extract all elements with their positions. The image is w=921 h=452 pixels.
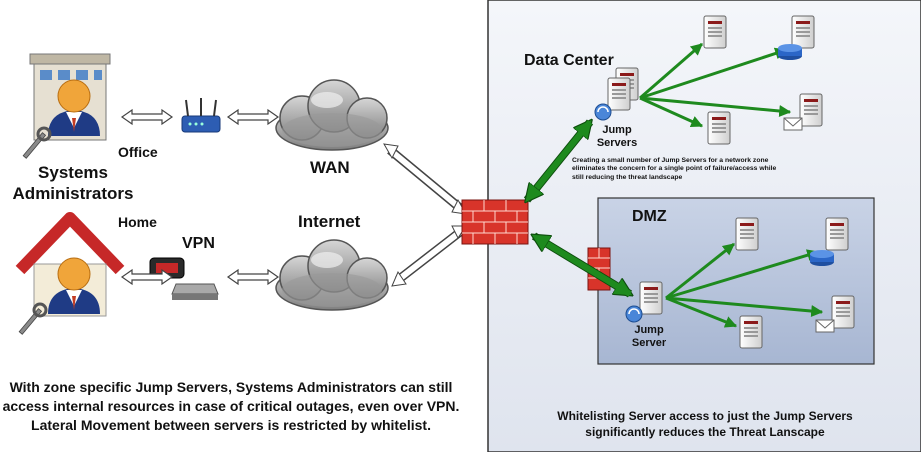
datacenter-note-line1: Creating a small number of Jump Servers … — [572, 157, 769, 164]
admin-label-line2: Administrators — [12, 184, 134, 203]
left-caption: With zone specific Jump Servers, Systems… — [0, 378, 462, 435]
dc-server-icon-2 — [791, 15, 815, 49]
admin-label-line1: Systems — [38, 163, 108, 182]
dc-server-icon-4 — [707, 111, 731, 145]
dmz-server-icon-2 — [825, 217, 849, 251]
arrow-office-router — [121, 109, 173, 125]
arrow-home-vpn — [121, 269, 173, 285]
dmz-links — [665, 242, 824, 328]
datacenter-title: Data Center — [524, 52, 614, 69]
arrow-firewall-dmz — [534, 232, 630, 298]
admin-label: Systems Administrators — [6, 162, 140, 204]
dc-server-icon-3 — [799, 93, 823, 127]
datacenter-links — [639, 42, 792, 128]
dmz-server-icon-4 — [739, 315, 763, 349]
dmz-server-icon-1 — [735, 217, 759, 251]
jump-server-line1: Jump — [634, 324, 664, 336]
arrow-firewall-datacenter — [527, 122, 590, 200]
jump-servers-line2: Servers — [596, 137, 638, 149]
office-label: Office — [118, 144, 158, 160]
internet-cloud-icon — [275, 239, 389, 311]
jump-server-line2: Server — [631, 337, 667, 349]
arrow-vpn-internet — [227, 269, 279, 285]
dc-server-icon-1 — [703, 15, 727, 49]
dmz-database-icon — [810, 250, 834, 266]
left-caption-line1: With zone specific Jump Servers, Systems… — [9, 379, 453, 395]
dc-database-icon — [778, 44, 802, 60]
dmz-mail-icon — [815, 319, 835, 333]
jump-server-label: Jump Server — [624, 324, 674, 350]
left-caption-line3: Lateral Movement between servers is rest… — [31, 417, 431, 433]
router-icon — [181, 98, 221, 133]
datacenter-jump-servers-icon — [594, 67, 639, 121]
datacenter-note: Creating a small number of Jump Servers … — [572, 157, 828, 182]
internet-label: Internet — [298, 212, 361, 231]
wan-label: WAN — [310, 158, 350, 177]
dmz-jump-server-icon — [625, 281, 663, 323]
right-footer-line1: Whitelisting Server access to just the J… — [557, 409, 853, 423]
right-footer: Whitelisting Server access to just the J… — [490, 408, 920, 440]
arrow-router-wan — [227, 109, 279, 125]
wan-cloud-icon — [275, 79, 389, 151]
dmz-title: DMZ — [632, 208, 667, 225]
jump-servers-label: Jump Servers — [592, 124, 642, 150]
main-firewall-icon — [461, 199, 529, 245]
vpn-label: VPN — [182, 235, 215, 252]
right-footer-line2: significantly reduces the Threat Lanscap… — [585, 425, 825, 439]
dc-mail-icon — [783, 117, 803, 131]
arrow-wan-firewall — [383, 143, 467, 215]
jump-servers-line1: Jump — [602, 124, 632, 136]
datacenter-note-line2: eliminates the concern for a single poin… — [572, 165, 777, 173]
left-caption-line2: access internal resources in case of cri… — [2, 398, 460, 414]
datacenter-note-line3: still reducing the threat landscape — [572, 173, 683, 181]
home-label: Home — [118, 214, 157, 230]
vpn-device-icon — [149, 257, 219, 300]
dmz-server-icon-3 — [831, 295, 855, 329]
arrow-internet-firewall — [391, 225, 467, 287]
